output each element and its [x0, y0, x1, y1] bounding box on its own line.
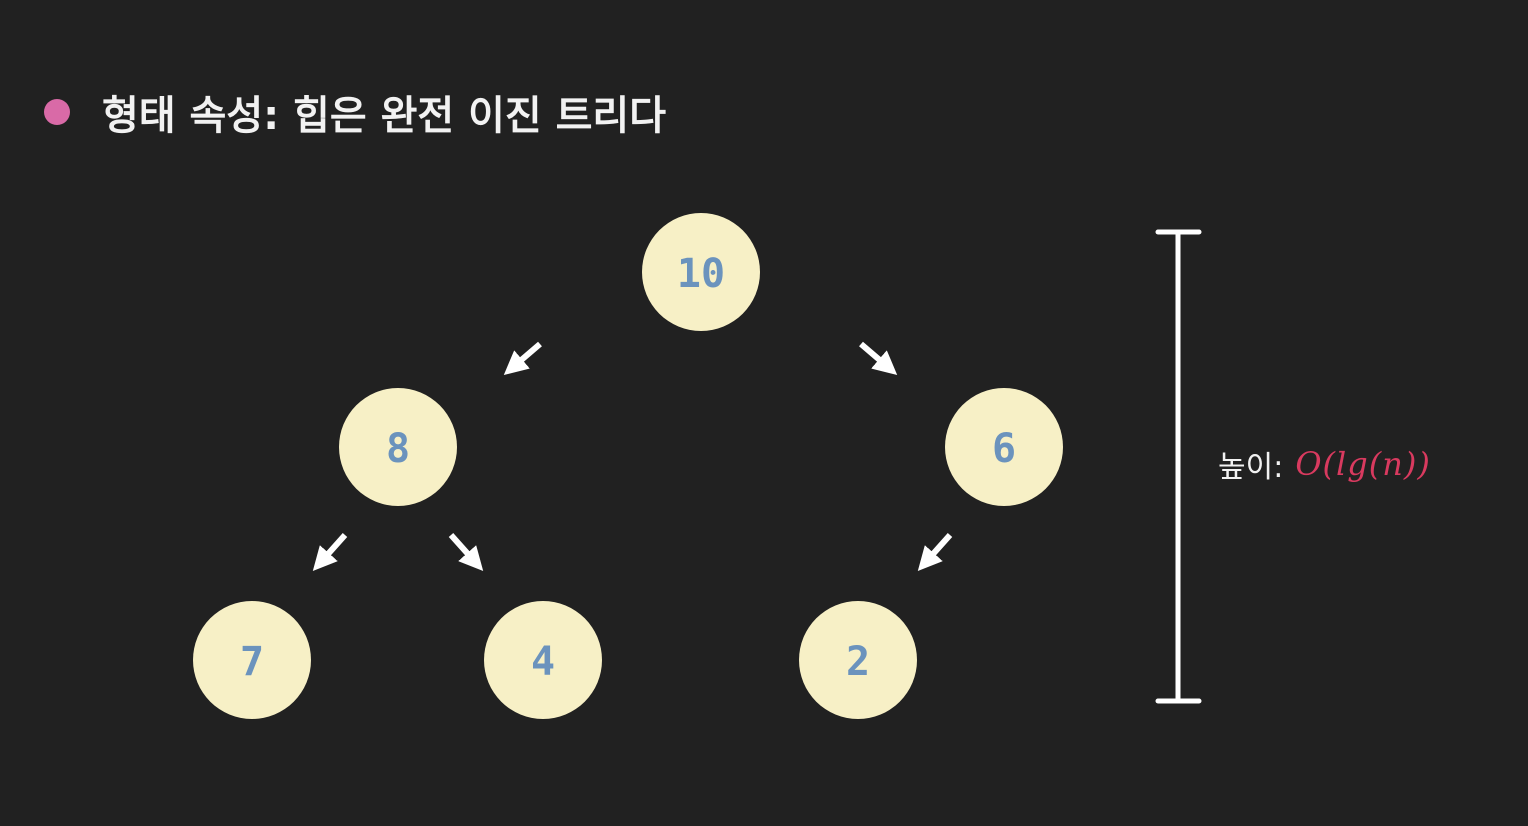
- tree-node-right: 6: [945, 388, 1063, 506]
- bullet-dot-icon: [44, 99, 70, 125]
- node-circle: [339, 388, 457, 506]
- node-value: 10: [677, 251, 725, 297]
- edge-left-leftright-arrow: [448, 533, 484, 572]
- node-circle: [193, 601, 311, 719]
- node-circle: [642, 213, 760, 331]
- node-value: 4: [531, 639, 555, 685]
- height-label-text: 높이:: [1218, 450, 1284, 485]
- node-value: 8: [386, 426, 410, 472]
- node-circle: [484, 601, 602, 719]
- heading-row: 형태 속성: 힙은 완전 이진 트리다: [44, 82, 666, 142]
- node-value: 7: [240, 639, 264, 685]
- slide-heading: 형태 속성: 힙은 완전 이진 트리다: [102, 93, 667, 139]
- height-bracket: [1155, 229, 1202, 704]
- edge-root-left-arrow: [503, 341, 542, 376]
- tree-node-left-left: 7: [193, 601, 311, 719]
- edge-right-rightleft-arrow: [917, 533, 953, 572]
- height-annotation: 높이: O(lg(n)): [1218, 442, 1431, 486]
- node-circle: [945, 388, 1063, 506]
- edge-root-right-arrow: [859, 341, 898, 376]
- edge-left-leftleft-arrow: [312, 533, 348, 572]
- height-formula: O(lg(n)): [1295, 445, 1431, 483]
- node-circle: [799, 601, 917, 719]
- tree-node-right-left: 2: [799, 601, 917, 719]
- tree-node-left: 8: [339, 388, 457, 506]
- tree-node-root: 10: [642, 213, 760, 331]
- tree-node-left-right: 4: [484, 601, 602, 719]
- tree-edges: [312, 341, 953, 572]
- node-value: 2: [846, 639, 870, 685]
- node-value: 6: [992, 426, 1016, 472]
